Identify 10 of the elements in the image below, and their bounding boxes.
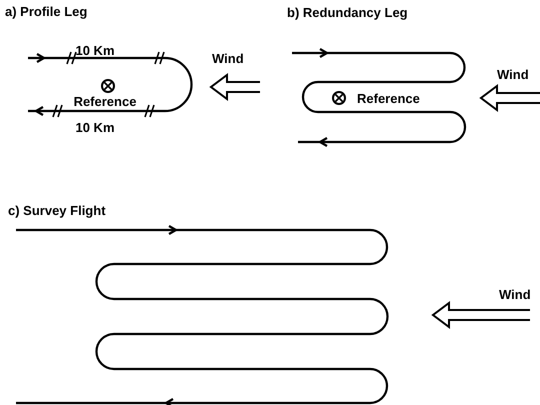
wind-label: Wind [212, 52, 244, 65]
reference-label: Reference [357, 92, 420, 105]
distance-label: 10 Km [75, 121, 115, 134]
wind-label: Wind [499, 288, 531, 301]
panel-title: c) Survey Flight [8, 204, 106, 217]
reference-label: Reference [74, 95, 136, 108]
panel-title: a) Profile Leg [5, 5, 88, 18]
distance-label: 10 Km [75, 44, 115, 57]
panel-title: b) Redundancy Leg [287, 6, 408, 19]
wind-label: Wind [497, 68, 529, 81]
